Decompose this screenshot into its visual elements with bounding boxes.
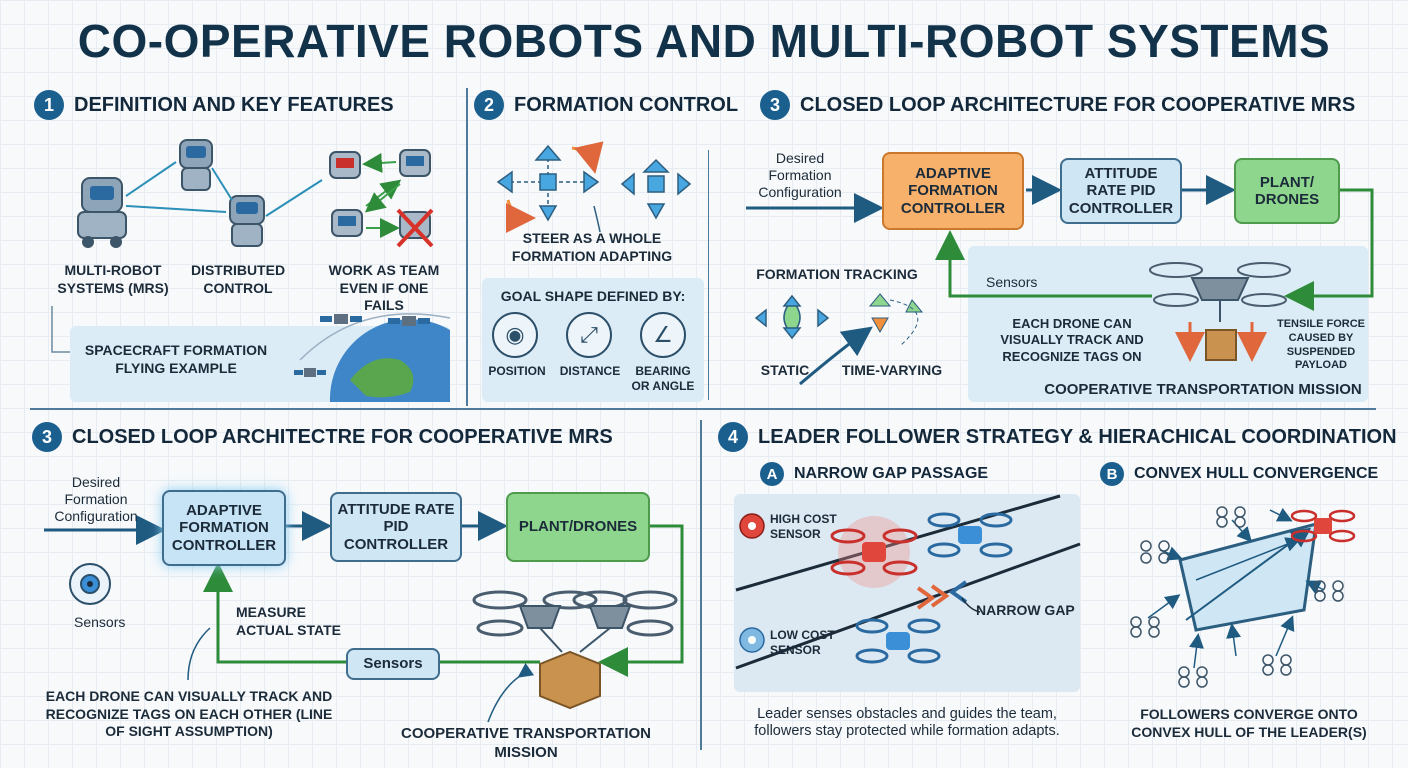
plant-box: PLANT/ DRONES <box>1234 158 1340 224</box>
high-cost-sensor-label: HIGH COST SENSOR <box>770 512 837 541</box>
mrs-label: MULTI-ROBOT SYSTEMS (MRS) <box>57 262 169 296</box>
section-1-title: DEFINITION AND KEY FEATURES <box>74 93 394 116</box>
robot-icon-team <box>329 149 434 248</box>
convex-hull-diagram <box>1130 506 1356 688</box>
section-4-heading: 4 LEADER FOLLOWER STRATEGY & HIERACHICAL… <box>718 422 1397 452</box>
transport-drone-icon <box>1149 262 1291 362</box>
each-drone-label-3b: EACH DRONE CAN VISUALLY TRACK AND RECOGN… <box>45 688 333 739</box>
adaptive-controller-box: ADAPTIVE FORMATION CONTROLLER <box>882 152 1024 230</box>
robot-icon-distributed-2 <box>229 195 265 247</box>
section-3b-heading: 3 CLOSED LOOP ARCHITECTRE FOR COOPERATIV… <box>32 422 613 452</box>
section-1-number: 1 <box>34 90 64 120</box>
satellite-icon-1 <box>320 314 362 324</box>
goal-item-distance: DISTANCE <box>559 364 621 378</box>
subsection-a-title: NARROW GAP PASSAGE <box>794 465 989 482</box>
divider-bottom <box>700 420 702 750</box>
section-3a-number: 3 <box>760 90 790 120</box>
divider-top-left <box>466 88 468 406</box>
adaptive-controller-box-3b: ADAPTIVE FORMATION CONTROLLER <box>162 490 286 566</box>
narrow-gap-label: NARROW GAP <box>976 602 1075 618</box>
robot-icon-distributed-1 <box>179 139 213 191</box>
team-label: WORK AS TEAM EVEN IF ONE FAILS <box>328 262 440 313</box>
earth-icon <box>299 313 451 402</box>
formation-shape-1 <box>496 144 600 222</box>
leader-drone-icon <box>830 516 918 588</box>
measure-state-label: MEASURE ACTUAL STATE <box>236 604 341 638</box>
transport-panel <box>968 246 1368 402</box>
subsection-b-title: CONVEX HULL CONVERGENCE <box>1134 465 1379 482</box>
mission-label-3b: COOPERATIVE TRANSPORTATION MISSION <box>400 725 651 761</box>
subsection-b-badge: B <box>1100 462 1124 486</box>
static-label: STATIC <box>760 362 810 378</box>
mission-label-3a: COOPERATIVE TRANSPORTATION MISSION <box>1044 381 1362 398</box>
subsection-a-badge: A <box>760 462 784 486</box>
section-3a-title: CLOSED LOOP ARCHITECTURE FOR COOPERATIVE… <box>800 93 1356 116</box>
eye-sensor-icon <box>69 563 111 605</box>
satellite-icon-3 <box>294 368 326 377</box>
attitude-controller-box-3b: ATTITUDE RATE PID CONTROLLER <box>330 492 462 562</box>
low-cost-sensor-icon <box>739 627 765 653</box>
high-cost-sensor-icon <box>739 513 765 539</box>
desired-config-label-3b: Desired Formation Configuration <box>54 474 138 524</box>
attitude-controller-box: ATTITUDE RATE PID CONTROLLER <box>1060 158 1182 224</box>
subsection-b-heading: B CONVEX HULL CONVERGENCE <box>1100 462 1378 486</box>
divider-top-mid <box>708 150 709 400</box>
section-2-title: FORMATION CONTROL <box>514 93 739 116</box>
page-title: CO-OPERATIVE ROBOTS AND MULTI-ROBOT SYST… <box>77 15 1331 67</box>
angle-icon: ∠ <box>640 312 686 358</box>
narrow-gap-panel <box>734 494 1080 692</box>
steer-label: STEER AS A WHOLE FORMATION ADAPTING <box>511 230 673 264</box>
sensors-box-3b: Sensors <box>346 648 440 680</box>
narrow-gap-caption: Leader senses obstacles and guides the t… <box>754 706 1060 740</box>
goal-item-bearing: BEARING OR ANGLE <box>631 364 695 393</box>
plant-box-3b: PLANT/DRONES <box>506 492 650 562</box>
sensors-label-3a: Sensors <box>986 274 1038 290</box>
formation-shape-2 <box>620 158 692 220</box>
sensors-icon-label: Sensors <box>74 614 126 630</box>
desired-config-label: Desired Formation Configuration <box>758 150 842 200</box>
transport-drones-icon <box>472 590 678 710</box>
distance-icon: ⤢ <box>566 312 612 358</box>
section-2-number: 2 <box>474 90 504 120</box>
low-cost-sensor-label: LOW COST SENSOR <box>770 628 835 657</box>
section-3b-number: 3 <box>32 422 62 452</box>
goal-shape-heading: GOAL SHAPE DEFINED BY: <box>500 288 686 304</box>
tensile-force-label: TENSILE FORCE CAUSED BY SUSPENDED PAYLOA… <box>1276 318 1365 372</box>
section-4-number: 4 <box>718 422 748 452</box>
spacecraft-label: SPACECRAFT FORMATION FLYING EXAMPLE <box>84 342 268 376</box>
static-formation-icon <box>754 294 830 340</box>
goal-item-position: POSITION <box>488 364 546 378</box>
follower-drone-icon-2 <box>855 618 941 664</box>
convex-hull-caption: FOLLOWERS CONVERGE ONTO CONVEX HULL OF T… <box>1131 706 1367 740</box>
section-3a-heading: 3 CLOSED LOOP ARCHITECTURE FOR COOPERATI… <box>760 90 1355 120</box>
distributed-control-label: DISTRIBUTED CONTROL <box>190 262 286 296</box>
section-1-heading: 1 DEFINITION AND KEY FEATURES <box>34 90 394 120</box>
follower-drone-icon-1 <box>927 512 1013 558</box>
satellite-icon-2 <box>388 316 430 326</box>
robot-icon-mrs <box>77 177 127 248</box>
section-3b-title: CLOSED LOOP ARCHITECTRE FOR COOPERATIVE … <box>72 425 613 448</box>
time-varying-formation-icon <box>868 293 924 347</box>
position-pin-icon: ◉ <box>492 312 538 358</box>
divider-middle <box>30 408 1376 410</box>
convex-hull-leader-icon <box>1290 509 1356 543</box>
section-2-heading: 2 FORMATION CONTROL <box>474 90 738 120</box>
subsection-a-heading: A NARROW GAP PASSAGE <box>760 462 988 486</box>
each-drone-label-3a: EACH DRONE CAN VISUALLY TRACK AND RECOGN… <box>1000 316 1144 364</box>
formation-tracking-heading: FORMATION TRACKING <box>756 266 918 282</box>
time-varying-label: TIME-VARYING <box>841 362 943 378</box>
section-4-title: LEADER FOLLOWER STRATEGY & HIERACHICAL C… <box>758 425 1397 448</box>
